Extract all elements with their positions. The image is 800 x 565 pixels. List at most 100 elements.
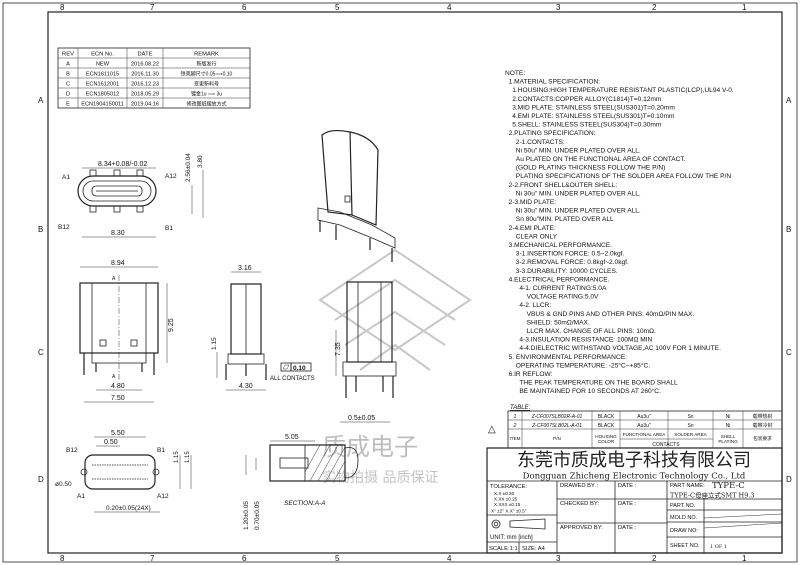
zone-column-top: 3	[556, 3, 561, 12]
note-line: BE MAINTAINED FOR 10 SECONDS AT 260°C.	[519, 387, 661, 395]
note-line: THE PEAK TEMPERATURE ON THE BOARD SHALL	[519, 380, 678, 387]
zone-row-right: B	[786, 225, 791, 234]
date-label: DATE :	[618, 525, 637, 531]
pin-label-a1-bottom: A1	[77, 493, 85, 500]
parts-header: P/N	[553, 436, 561, 441]
rev-cell: 新版发行	[196, 61, 216, 68]
note-line: Sn 80u"MIN. PLATED OVER ALL	[516, 216, 614, 223]
note-line: LLCR MAX. CHANGE OF ALL PINS: 10mΩ.	[527, 328, 656, 335]
parts-header-cell: P/N	[553, 436, 561, 441]
pin-label-a12-bottom: A12	[157, 493, 169, 500]
note-line: VBUS & GND PINS AND OTHER PINS: 40mΩ/PIN…	[527, 311, 695, 318]
sheet-value: 1 OF 1	[710, 544, 727, 550]
zone-column-bottom: 3	[556, 554, 561, 563]
note-line: 2.PLATING SPECIFICATION:	[509, 130, 596, 137]
dim-front-height-2: 3.80	[197, 155, 204, 168]
dim-bottom-height-1: 1.15	[174, 451, 180, 463]
rev-cell: 变更新料号	[194, 81, 219, 88]
dim-bottom-pitch: 0.50	[104, 439, 118, 446]
note-line: 4.ELECTRICAL PERFORMANCE.	[509, 276, 610, 283]
dim-iso-pitch: 0.5±0.05	[348, 415, 375, 422]
pin-label-b12: B12	[58, 224, 70, 231]
rev-cell: ECN1612001	[86, 82, 120, 88]
rev-header: REV	[62, 52, 74, 58]
note-line: PLATING SPECIFICATIONS OF THE SOLDER ARE…	[516, 173, 732, 180]
watermark-slogan: 实物拍摄 品质保证	[322, 470, 438, 486]
checked-by-label: CHECKED BY:	[560, 501, 599, 507]
company-name-cn: 东莞市质成电子科技有限公司	[517, 450, 751, 471]
parts-cell: 载带热封	[752, 413, 772, 420]
note-line: 1.HOUSING:HIGH TEMPERATURE RESISTANT PLA…	[512, 87, 734, 94]
rev-cell: ECN1805012	[86, 92, 120, 98]
zone-column-bottom: 1	[742, 554, 747, 563]
front-body-view: A A 8.94 9.25 4.80 7.50	[79, 260, 175, 403]
dim-iso-height: 7.35	[335, 342, 342, 356]
section-a-a-view: 5.05 1.20±0.05 0.70±0.05 SECTION:A-A	[243, 434, 359, 530]
parts-header: 包装要求	[753, 436, 772, 441]
section-mark-top: A	[112, 276, 116, 282]
sheet-no-label: SHEET NO.	[670, 543, 700, 549]
dim-front-height-1: 2.56±0.04	[185, 153, 192, 182]
zone-row-right: D	[786, 475, 792, 484]
zone-column-bottom: 8	[60, 554, 65, 563]
rev-cell: 铁壳脚尺寸0.05⟹0.10	[181, 71, 233, 78]
note-line: 2-2.FRONT SHELL&OUTER SHELL:	[509, 182, 618, 189]
notes-block: NOTE:1.MATERIAL SPECIFICATION:1.HOUSING:…	[505, 70, 734, 395]
parts-header-cell: 包装要求	[753, 436, 772, 441]
parts-cell: 载带冷封	[752, 422, 772, 429]
part-name: TYPE-C	[712, 481, 745, 491]
dim-side-height: 1.15	[211, 337, 218, 350]
parts-header: ITEM	[509, 436, 521, 441]
tolerance-label: TOLERANCE:	[490, 484, 527, 490]
rev-cell: A	[66, 62, 70, 68]
zone-column-top: 4	[447, 3, 452, 12]
dim-bottom-diameter: ø0.50	[55, 481, 72, 488]
note-line: Au PLATED ON THE FUNCTIONAL AREA OF CONT…	[516, 156, 686, 163]
parts-header-cell: SHELL PLATING	[718, 434, 737, 444]
note-line: 2-1.CONTACTS:	[516, 139, 565, 146]
zone-row-left: A	[38, 96, 44, 105]
tolerance-value: X.X ±0.30	[494, 491, 515, 496]
zone-column-bottom: 2	[652, 554, 657, 563]
note-line: 5. ENVIRONMENTAL PERFORMANCE:	[509, 354, 628, 361]
note-line: Ni 50u" MIN. UNDER PLATED OVER ALL.	[516, 147, 641, 154]
parts-header: FUNCTIONAL AREA	[622, 431, 666, 437]
parts-cell: Sn	[687, 414, 693, 420]
note-line: 3-2.REMOVAL FORCE: 0.8kgf~2.0kgf.	[516, 259, 629, 266]
zone-column-bottom: 4	[447, 554, 452, 563]
parts-header-cell: FUNCTIONAL AREA	[622, 431, 666, 437]
parts-header-cell: HOUSING COLOR	[595, 434, 616, 444]
rev-cell: 2016.11.30	[131, 72, 159, 78]
note-line: 4-3.INSULATION RESISTANCE: 100MΩ MIN	[519, 337, 652, 344]
rev-header: ECN No.	[91, 52, 114, 58]
note-line: OPERATING TEMPERATURE: -25°C~+85°C.	[516, 361, 650, 369]
tolerance-value: X.XX ±0.25	[494, 497, 518, 502]
zone-column-bottom: 6	[242, 554, 247, 563]
parts-cell: 2	[513, 423, 517, 429]
dim-section-height-1: 1.20±0.05	[243, 501, 250, 530]
zone-column-top: 1	[742, 3, 747, 12]
scale-label: SCALE:1:1	[489, 546, 518, 552]
note-line: 2-3.MID PLATE:	[509, 199, 557, 206]
parts-table-title: TABLE:	[510, 405, 531, 411]
section-mark-bottom: A	[112, 374, 116, 380]
parts-cell: Sn	[687, 423, 693, 429]
note-line: 3.MID PLATE: STAINLESS STEEL(SUS301)T=0.…	[512, 104, 675, 111]
rev-cell: 修改图纸摆放方式	[186, 101, 226, 108]
side-view: 3.16 1.15 4.30 0.10 ALL CONTACTS	[211, 265, 315, 391]
date-label: DATE :	[618, 501, 637, 507]
rev-cell: ECN1611015	[86, 72, 119, 78]
dim-side-width: 3.16	[238, 265, 252, 272]
dim-pin-span-outer: 7.50	[111, 395, 125, 402]
note-line: 5.SHELL: STAINLESS STEEL(SUS304)T=0.30mm	[512, 122, 662, 129]
dim-body-width: 8.94	[111, 260, 125, 267]
parts-header-contacts: CONTACTS	[652, 442, 680, 448]
rev-cell: E	[66, 102, 70, 108]
zone-column-bottom: 7	[150, 554, 155, 563]
dim-front-width-top: 8.34+0.08/-0.02	[98, 161, 147, 168]
note-line: 1.MATERIAL SPECIFICATION:	[509, 79, 601, 86]
part-no-label: PART NO.	[670, 503, 696, 509]
zone-row-right: C	[786, 348, 792, 357]
